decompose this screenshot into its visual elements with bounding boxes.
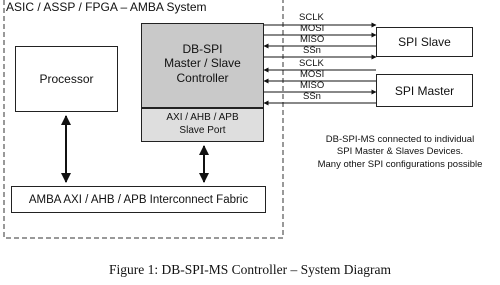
master-sclk-label: SCLK bbox=[299, 58, 324, 69]
processor-block: Processor bbox=[15, 46, 118, 112]
controller-label-line-2: Master / Slave bbox=[164, 56, 241, 71]
spi-master-block: SPI Master bbox=[376, 74, 473, 107]
configuration-note: DB-SPI-MS connected to individual SPI Ma… bbox=[300, 134, 500, 171]
note-line-1: DB-SPI-MS connected to individual bbox=[325, 134, 475, 145]
figure-caption: Figure 1: DB-SPI-MS Controller – System … bbox=[109, 262, 391, 277]
master-miso-label: MISO bbox=[300, 80, 325, 91]
system-title: ASIC / ASSP / FPGA – AMBA System bbox=[6, 0, 207, 14]
slave-miso-label: MISO bbox=[300, 34, 325, 45]
controller-label: DB-SPI Master / Slave Controller bbox=[142, 42, 263, 85]
system-boundary bbox=[3, 0, 284, 239]
master-ssn-label: SSn bbox=[303, 91, 321, 102]
slave-port-label: AXI / AHB / APB Slave Port bbox=[142, 112, 263, 137]
master-mosi-label: MOSI bbox=[300, 69, 325, 80]
spi-master-label: SPI Master bbox=[394, 83, 455, 98]
slave-mosi-label: MOSI bbox=[300, 23, 325, 34]
interconnect-fabric-label: AMBA AXI / AHB / APB Interconnect Fabric bbox=[28, 193, 249, 206]
note-line-2: SPI Master & Slaves Devices. bbox=[336, 146, 464, 158]
slave-port-label-line-2: Slave Port bbox=[179, 124, 226, 136]
slave-port-label-line-1: AXI / AHB / APB bbox=[166, 112, 239, 123]
controller-label-line-3: Controller bbox=[176, 70, 229, 85]
slave-ssn-label: SSn bbox=[303, 45, 321, 56]
slave-sclk-label: SCLK bbox=[299, 12, 324, 23]
note-line-3: Many other SPI configurations possible bbox=[317, 158, 483, 170]
controller-block: DB-SPI Master / Slave Controller bbox=[141, 23, 264, 108]
slave-port-block: AXI / AHB / APB Slave Port bbox=[141, 108, 264, 142]
interconnect-fabric-block: AMBA AXI / AHB / APB Interconnect Fabric bbox=[11, 186, 266, 213]
spi-slave-label: SPI Slave bbox=[398, 35, 451, 49]
processor-label: Processor bbox=[39, 72, 94, 86]
controller-label-line-1: DB-SPI bbox=[182, 42, 223, 56]
spi-slave-block: SPI Slave bbox=[376, 27, 473, 57]
